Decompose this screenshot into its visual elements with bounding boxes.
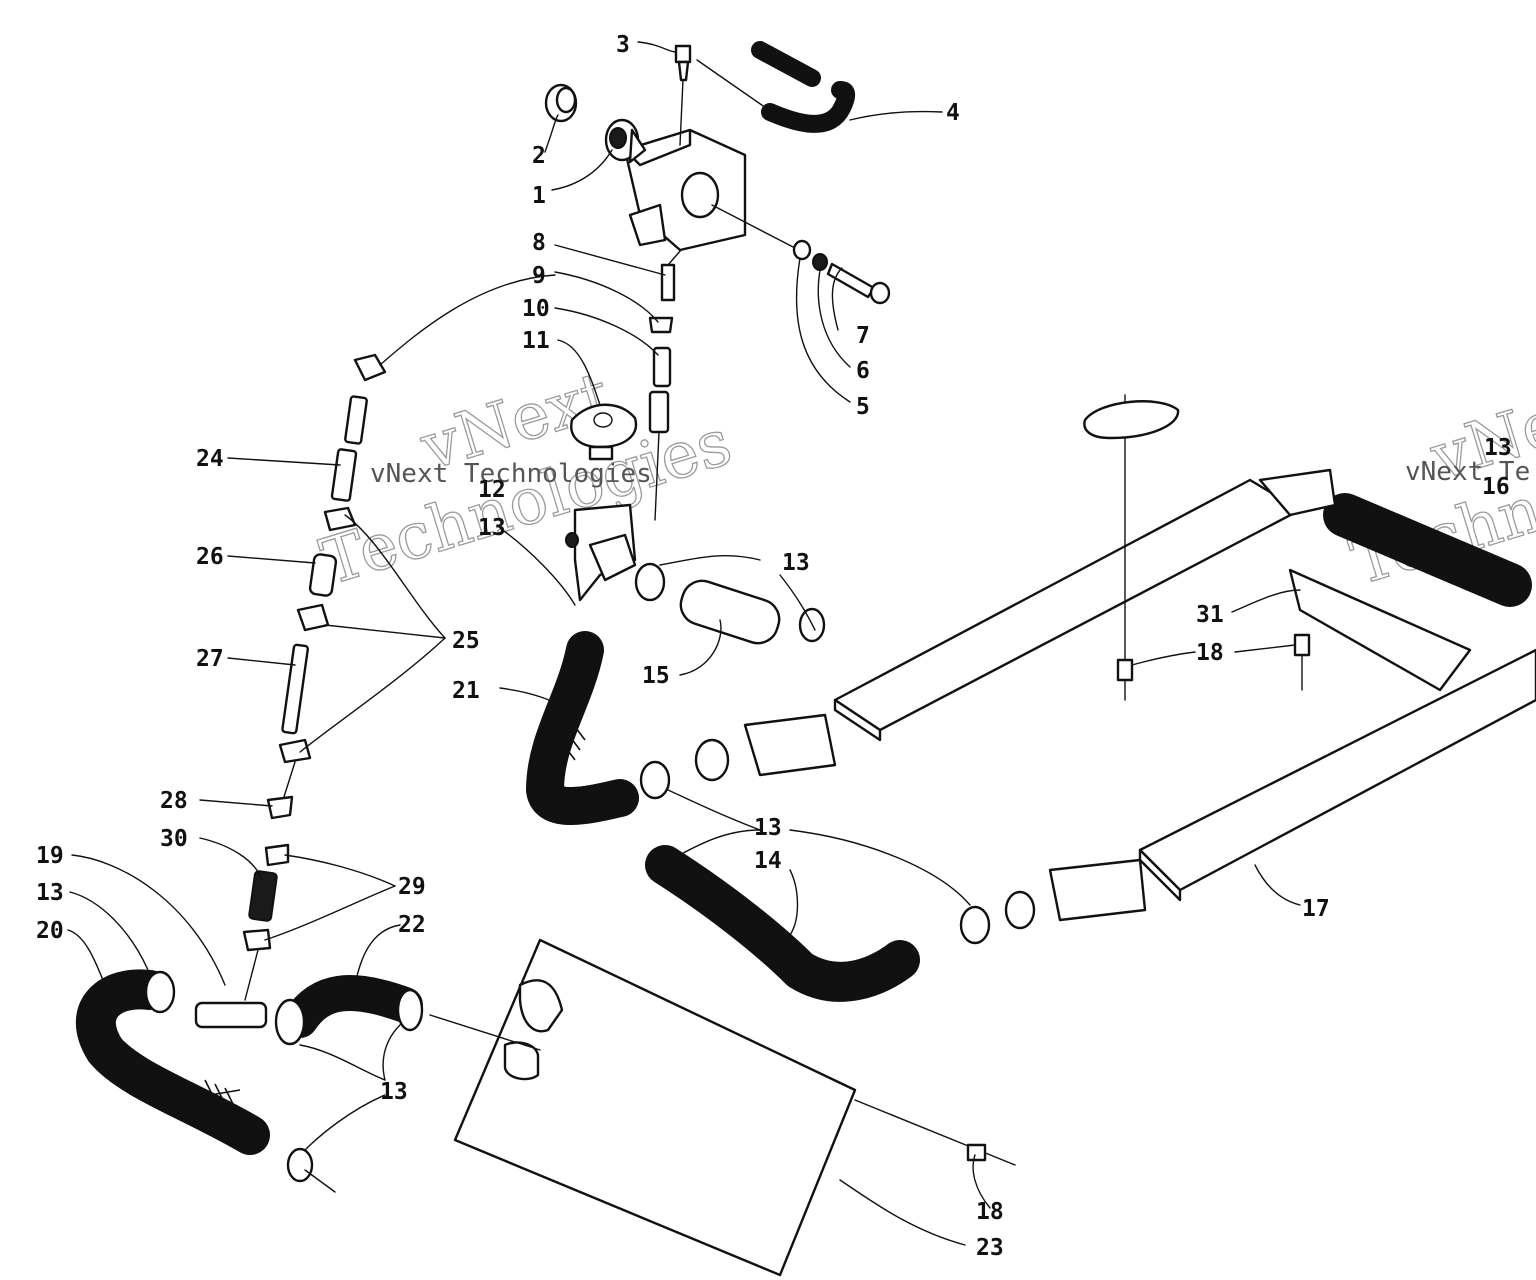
bypass-hose-line [242, 353, 387, 1001]
callout-2: 2 [532, 143, 546, 169]
callout-13-lower: 13 [380, 1079, 408, 1105]
callout-31: 31 [1196, 602, 1224, 628]
filler-neck [565, 503, 637, 602]
callout-13-middle: 13 [754, 815, 782, 841]
washer-bolt-set [711, 204, 891, 305]
callout-13-filler: 13 [478, 515, 506, 541]
callout-1: 1 [532, 183, 546, 209]
callout-17: 17 [1302, 896, 1330, 922]
callout-4: 4 [946, 100, 960, 126]
callout-8: 8 [532, 230, 546, 256]
callout-20: 20 [36, 918, 64, 944]
callout-16: 16 [1482, 474, 1510, 500]
callout-19: 19 [36, 843, 64, 869]
callout-29: 29 [398, 874, 426, 900]
overflow-hose [696, 41, 856, 133]
watermark-text: vNext Technologies [370, 459, 652, 489]
callout-9: 9 [532, 263, 546, 289]
vent-fitting-line [648, 249, 682, 521]
callout-18-shroud: 18 [976, 1199, 1004, 1225]
callout-5: 5 [856, 394, 870, 420]
hose-clamp-ring [544, 83, 578, 123]
callout-28: 28 [160, 788, 188, 814]
lower-left-hoses [75, 969, 424, 1193]
callout-21: 21 [452, 678, 480, 704]
heat-exchanger-frame [694, 394, 1536, 930]
callout-6: 6 [856, 358, 870, 384]
callout-26: 26 [196, 544, 224, 570]
callout-13-upper: 13 [782, 550, 810, 576]
callout-18-frame: 18 [1196, 640, 1224, 666]
callout-22: 22 [398, 912, 426, 938]
mounting-bracket [623, 128, 747, 252]
callout-27: 27 [196, 646, 224, 672]
callout-25: 25 [452, 628, 480, 654]
leader-lines [67, 41, 1301, 1246]
callout-12: 12 [478, 477, 506, 503]
bleeder-valve [674, 44, 692, 146]
callout-13-left: 13 [36, 880, 64, 906]
callout-15: 15 [642, 663, 670, 689]
callout-numbers: 3 4 2 1 8 9 10 11 7 6 5 24 12 13 26 13 2… [36, 32, 1512, 1261]
center-hoses [526, 562, 991, 1002]
callout-14: 14 [754, 848, 782, 874]
callout-30: 30 [160, 826, 188, 852]
bracket-clamp [604, 118, 647, 164]
callout-23: 23 [976, 1235, 1004, 1261]
callout-11: 11 [522, 328, 550, 354]
radiator-shroud [429, 938, 1016, 1277]
callout-24: 24 [196, 446, 224, 472]
callout-7: 7 [856, 323, 870, 349]
callout-10: 10 [522, 296, 550, 322]
callout-3: 3 [616, 32, 630, 58]
watermark-right-text: vNext Te [1405, 457, 1530, 487]
callout-13-right: 13 [1484, 435, 1512, 461]
watermark-left: vNext Technologies vNext Technologies [312, 358, 740, 601]
radiator-cap [570, 403, 638, 461]
